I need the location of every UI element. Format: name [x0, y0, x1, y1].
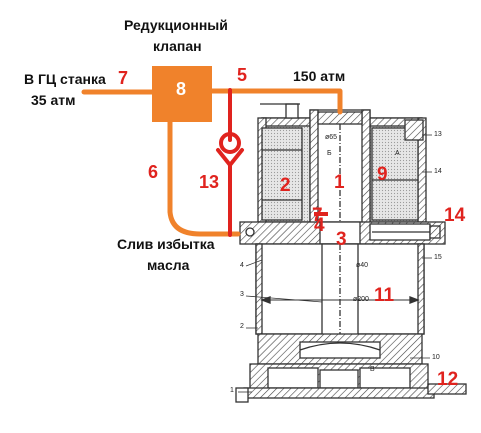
drawing-label-3: 3	[240, 291, 244, 298]
label-13: 13	[199, 172, 220, 192]
diameter-40: ø40	[356, 262, 369, 269]
pressure-150-label: 150 атм	[293, 68, 346, 84]
label-7b: 7	[312, 205, 323, 226]
label-11: 11	[374, 285, 395, 306]
label-2: 2	[280, 175, 291, 196]
red-elements	[216, 88, 244, 237]
diameter-200: ø200	[353, 296, 369, 303]
drain-label-line1: Слив избытка	[117, 236, 215, 252]
label-7: 7	[118, 68, 129, 88]
label-14: 14	[444, 205, 466, 226]
label-4: 4	[314, 215, 325, 236]
multiplier-cylinder-drawing	[235, 103, 467, 403]
oil-pipelines	[81, 88, 343, 237]
inlet-label-line2: 35 атм	[31, 92, 76, 108]
chamber-b-label: Б	[327, 150, 332, 157]
bottom-right-fitting	[427, 383, 467, 395]
drawing-label-13: 13	[434, 131, 442, 138]
bottom-flange	[243, 387, 435, 399]
label-12: 12	[437, 369, 459, 390]
label-5: 5	[237, 65, 248, 85]
label-1: 1	[334, 172, 345, 193]
top-right-fitting	[404, 119, 424, 141]
label-9: 9	[377, 164, 388, 185]
check-valve-13	[219, 132, 241, 154]
red-mark-7b	[314, 212, 328, 216]
drawing-label-10: 10	[432, 354, 440, 361]
drawing-label-2: 2	[240, 323, 244, 330]
top-left-bolt	[285, 103, 299, 119]
label-6: 6	[148, 162, 159, 182]
diameter-65: ø65	[325, 134, 338, 141]
drawing-label-4: 4	[240, 262, 244, 269]
reducer-title-line2: клапан	[153, 38, 202, 54]
inlet-label-line1: В ГЦ станка	[24, 71, 106, 87]
pipe-5	[209, 88, 343, 115]
pipe-6	[167, 119, 241, 237]
reducer-title-line1: Редукционный	[124, 17, 228, 33]
right-inner-cylinder	[371, 127, 419, 221]
chamber-a-label: A	[395, 150, 400, 157]
reducer-valve-box	[152, 66, 212, 122]
label-3: 3	[336, 229, 347, 250]
left-inner-cylinder	[261, 127, 303, 221]
drawing-label-14: 14	[434, 168, 442, 175]
drawing-label-1: 1	[230, 387, 234, 394]
drain-label-line2: масла	[147, 257, 190, 273]
chamber-v-label: В	[370, 366, 375, 373]
label-8: 8	[176, 79, 187, 99]
drawing-label-15: 15	[434, 254, 442, 261]
